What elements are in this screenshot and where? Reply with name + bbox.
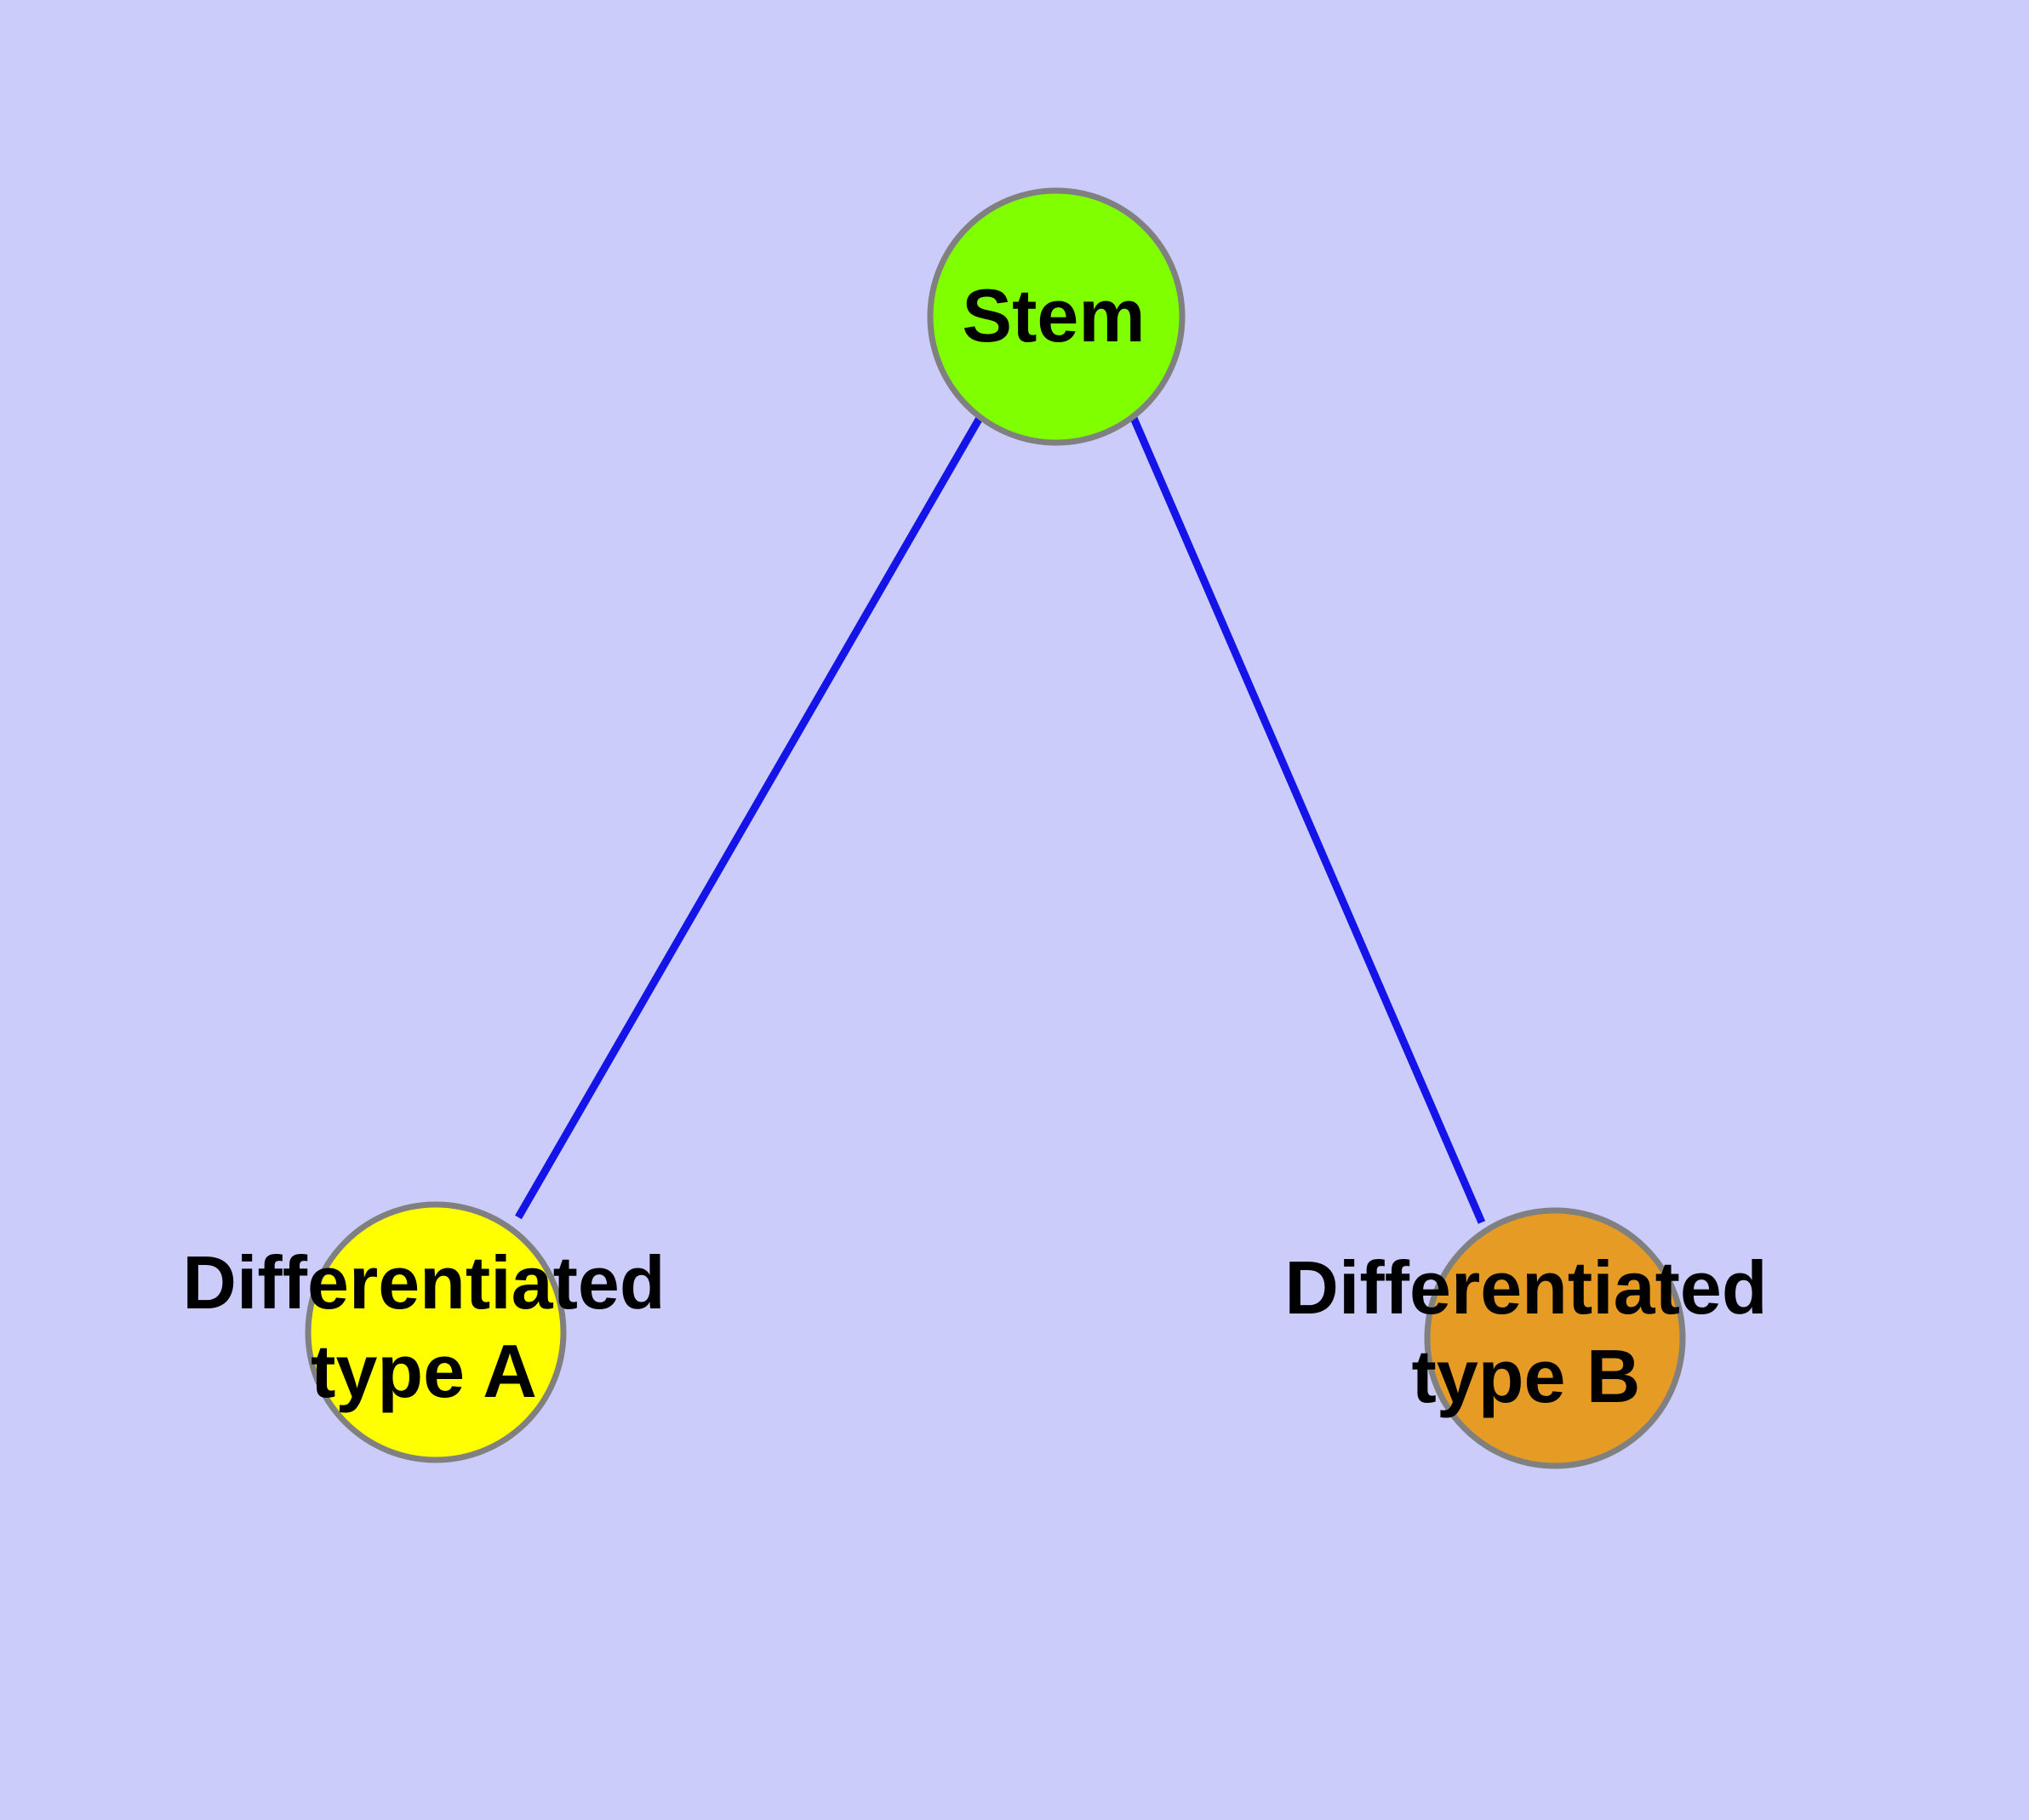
- node-diff-b[interactable]: [1424, 1207, 1686, 1469]
- node-diff-a[interactable]: [305, 1201, 567, 1463]
- node-stem[interactable]: [927, 187, 1186, 446]
- node-diff-a-circle[interactable]: [305, 1201, 567, 1463]
- node-stem-circle[interactable]: [927, 187, 1186, 446]
- edge-stem-to-diff-a[interactable]: [515, 415, 983, 1220]
- node-stem-label: Stem: [962, 273, 1145, 358]
- node-diff-b-circle[interactable]: [1424, 1207, 1686, 1469]
- nodes-layer: [305, 187, 1686, 1469]
- edges-layer: [515, 415, 1486, 1224]
- edge-stem-to-diff-b[interactable]: [1129, 416, 1486, 1224]
